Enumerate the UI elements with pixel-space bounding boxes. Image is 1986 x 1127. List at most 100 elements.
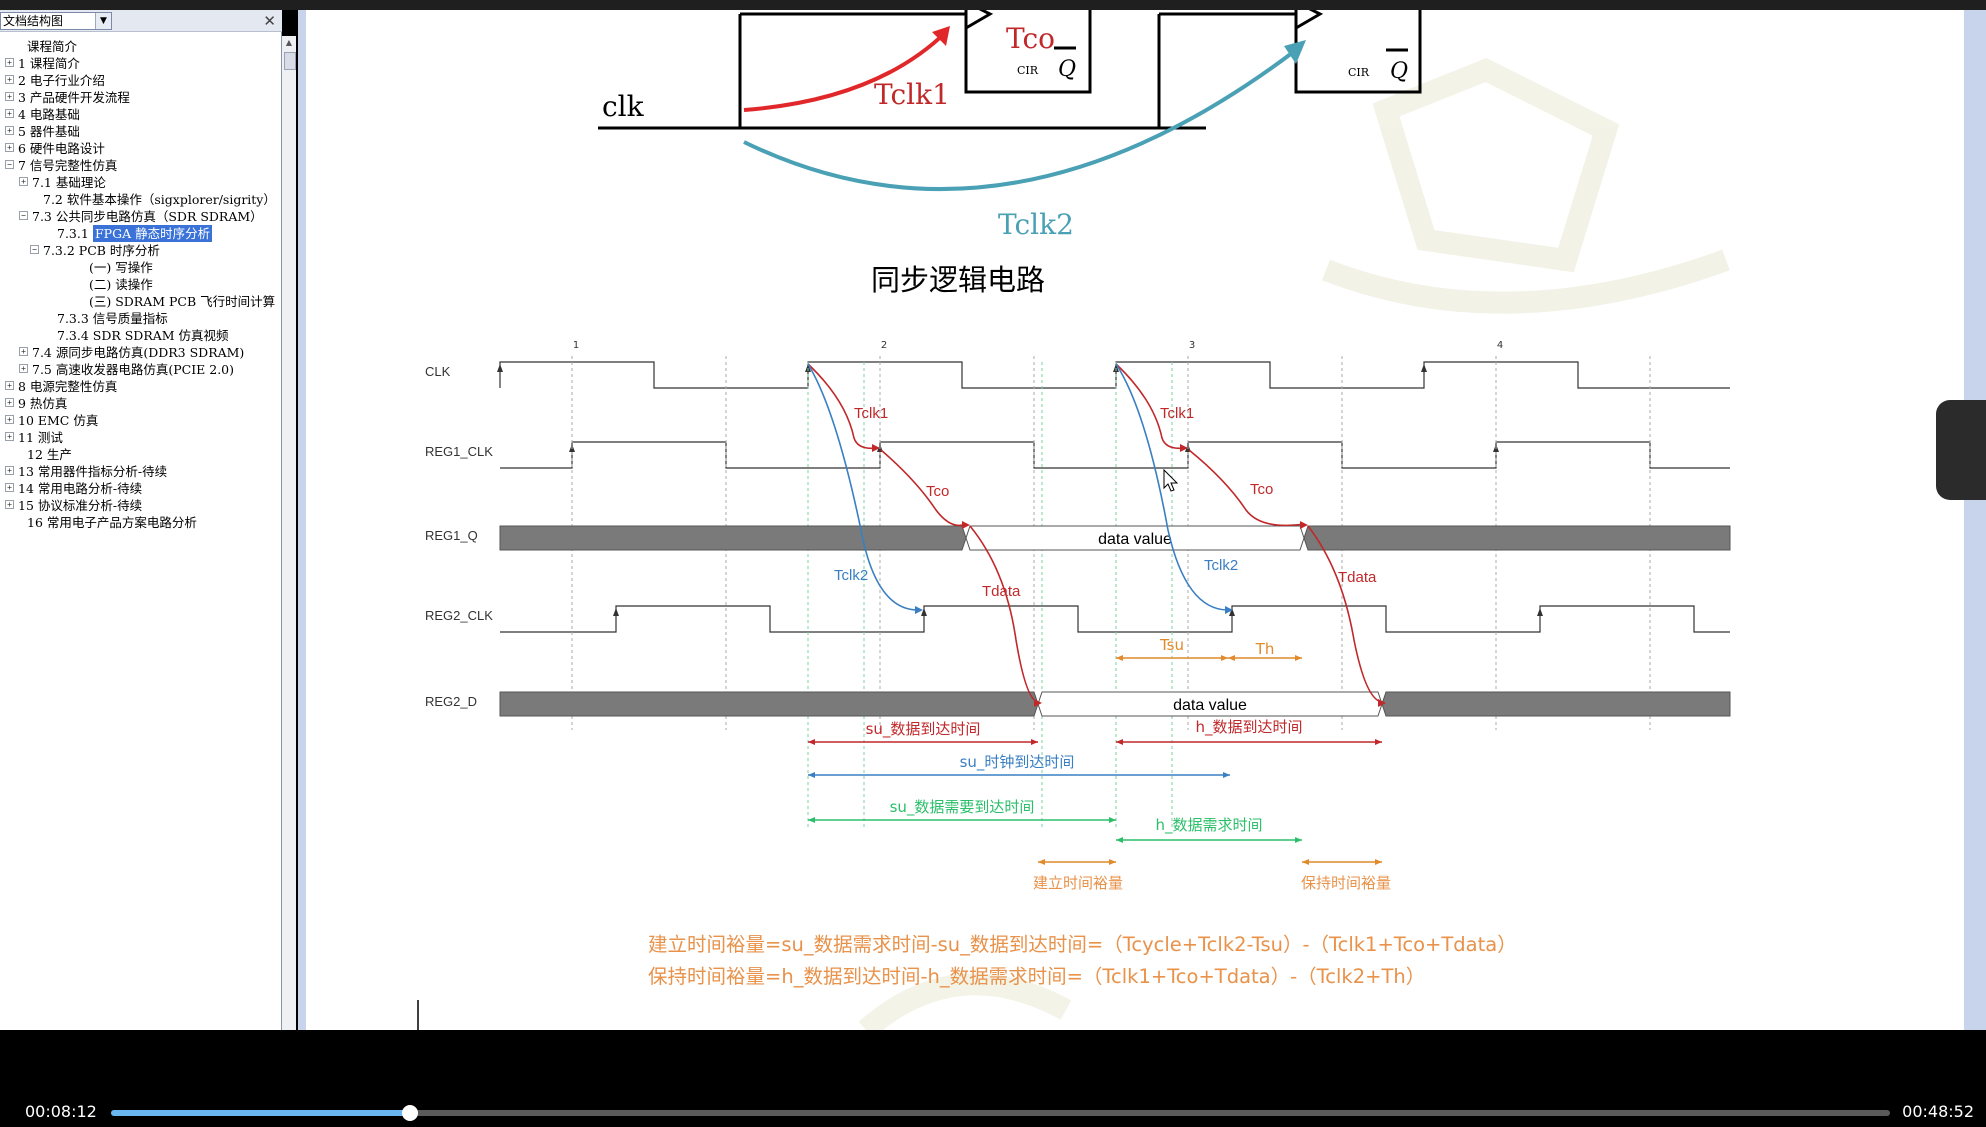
figure-title: 同步逻辑电路 [871, 263, 1045, 297]
su-data-required-dimension-arrow-right [1109, 817, 1116, 823]
outline-item[interactable]: +7.5 高速收发器电路仿真(PCIE 2.0) [0, 361, 278, 378]
outline-item[interactable]: +8 电源完整性仿真 [0, 378, 278, 395]
tclk2-arrow [743, 48, 1298, 192]
tclk1-circuit-label: Tclk1 [874, 78, 950, 111]
outline-item[interactable]: +9 热仿真 [0, 395, 278, 412]
hold-slack-formula: 保持时间裕量=h_数据到达时间-h_数据需求时间=（Tclk1+Tco+Tdat… [648, 965, 1425, 988]
outline-item-label: 14 常用电路分析-待续 [18, 481, 143, 496]
outline-item[interactable]: +11 测试 [0, 429, 278, 446]
progress-knob[interactable] [401, 1105, 418, 1121]
outline-item[interactable]: +15 协议标准分析-待续 [0, 497, 278, 514]
sidebar-scrollbar[interactable] [282, 36, 296, 1030]
expand-icon[interactable]: + [5, 432, 14, 441]
collapse-icon[interactable]: − [19, 211, 28, 220]
outline-item[interactable]: −7.3 公共同步电路仿真（SDR SDRAM） [0, 208, 278, 225]
outline-item[interactable]: (一) 写操作 [0, 259, 278, 276]
outline-item[interactable]: +6 硬件电路设计 [0, 140, 278, 157]
document-map-selector[interactable]: 文档结构图 ▼ [0, 12, 112, 30]
bus-invalid-region [499, 691, 1039, 717]
expand-icon[interactable]: + [5, 143, 14, 152]
expand-icon[interactable]: + [5, 500, 14, 509]
outline-item-label: (三) SDRAM PCB 飞行时间计算 [89, 294, 276, 309]
expand-icon[interactable]: + [5, 398, 14, 407]
outline-item[interactable]: 12 生产 [0, 446, 278, 463]
expand-icon[interactable]: + [19, 364, 28, 373]
outline-item[interactable]: 7.3.1 FPGA 静态时序分析 [0, 225, 278, 242]
outline-item[interactable]: +10 EMC 仿真 [0, 412, 278, 429]
outline-item-label: 15 协议标准分析-待续 [18, 498, 143, 513]
outline-item[interactable]: +13 常用器件指标分析-待续 [0, 463, 278, 480]
progress-fill [111, 1110, 410, 1116]
outline-item-label: 4 电路基础 [18, 107, 80, 122]
signal-label: REG1_Q [425, 528, 478, 543]
document-map-header: 文档结构图 ▼ ✕ [0, 10, 282, 32]
timing-label-tdata: Tdata [982, 583, 1021, 600]
outline-item-label: 8 电源完整性仿真 [18, 379, 118, 394]
document-map-selector-label: 文档结构图 [3, 14, 64, 28]
outline-item[interactable]: +3 产品硬件开发流程 [0, 89, 278, 106]
outline-item-label: 7 信号完整性仿真 [18, 158, 118, 173]
cycle-number: 2 [881, 340, 887, 351]
bus-invalid-region [499, 525, 967, 551]
expand-icon[interactable]: + [5, 75, 14, 84]
outline-item-label: 7.1 基础理论 [32, 175, 106, 190]
outline-item[interactable]: +2 电子行业介绍 [0, 72, 278, 89]
outline-item-label: 2 电子行业介绍 [18, 73, 105, 88]
document-page[interactable]: clk Tco CIR Q CIR Q Tclk1 Tclk2 同步逻辑电路 C… [306, 10, 1964, 1030]
expand-icon[interactable]: + [5, 381, 14, 390]
expand-icon[interactable]: + [5, 58, 14, 67]
outline-item[interactable]: 7.2 软件基本操作（sigxplorer/sigrity） [0, 191, 278, 208]
bus-data-value: data value [1098, 531, 1172, 548]
tclk1-arrowhead [932, 26, 950, 46]
collapse-icon[interactable]: − [30, 245, 39, 254]
outline-item[interactable]: −7 信号完整性仿真 [0, 157, 278, 174]
expand-icon[interactable]: + [5, 126, 14, 135]
outline-item[interactable]: −7.3.2 PCB 时序分析 [0, 242, 278, 259]
outline-item[interactable]: (三) SDRAM PCB 飞行时间计算 [0, 293, 278, 310]
progress-track[interactable] [111, 1110, 1890, 1116]
hold-slack-dimension-arrow-right [1375, 859, 1382, 865]
signal-label: REG1_CLK [425, 444, 493, 459]
cycle-number: 1 [573, 340, 579, 351]
tclk2-curve [807, 363, 919, 611]
expand-icon[interactable]: + [5, 109, 14, 118]
outline-item[interactable]: +7.4 源同步电路仿真(DDR3 SDRAM) [0, 344, 278, 361]
outline-item[interactable]: 课程简介 [0, 38, 278, 55]
clock-waveform [500, 441, 1730, 469]
timing-label-tclk1: Tclk1 [854, 405, 888, 422]
clock-waveform [499, 361, 1730, 389]
outline-item[interactable]: 16 常用电子产品方案电路分析 [0, 514, 278, 531]
tco-curve [880, 449, 967, 527]
outline-item[interactable]: 7.3.3 信号质量指标 [0, 310, 278, 327]
expand-icon[interactable]: + [19, 347, 28, 356]
th-dimension-arrow-left [1228, 655, 1235, 661]
expand-icon[interactable]: + [5, 466, 14, 475]
outline-item[interactable]: +4 电路基础 [0, 106, 278, 123]
expand-icon[interactable]: + [5, 92, 14, 101]
clr-label-2: CIR [1348, 66, 1370, 79]
collapse-icon[interactable]: − [5, 160, 14, 169]
sidebar-scrollbar-thumb[interactable] [284, 52, 296, 70]
outline-item[interactable]: (二) 读操作 [0, 276, 278, 293]
outline-item[interactable]: 7.3.4 SDR SDRAM 仿真视频 [0, 327, 278, 344]
scroll-up-icon[interactable]: ▲ [285, 38, 293, 47]
outline-item[interactable]: +1 课程简介 [0, 55, 278, 72]
outline-item-label: 16 常用电子产品方案电路分析 [27, 515, 197, 530]
outline-item[interactable]: +5 器件基础 [0, 123, 278, 140]
chevron-down-icon[interactable]: ▼ [95, 13, 111, 29]
expand-icon[interactable]: + [5, 415, 14, 424]
tco-label: Tco [1006, 22, 1055, 55]
close-icon[interactable]: ✕ [263, 12, 276, 30]
outline-item-number: 7.3.1 [57, 226, 89, 241]
outline-item-label: 3 产品硬件开发流程 [18, 90, 130, 105]
outline-item[interactable]: +7.1 基础理论 [0, 174, 278, 191]
outline-item-label: 13 常用器件指标分析-待续 [18, 464, 168, 479]
expand-icon[interactable]: + [5, 483, 14, 492]
outline-item[interactable]: +14 常用电路分析-待续 [0, 480, 278, 497]
bus-invalid-region [1303, 525, 1731, 551]
side-handle[interactable] [1936, 400, 1986, 500]
signal-label: REG2_CLK [425, 608, 493, 623]
expand-icon[interactable]: + [19, 177, 28, 186]
th-dimension-arrow-right [1295, 655, 1302, 661]
